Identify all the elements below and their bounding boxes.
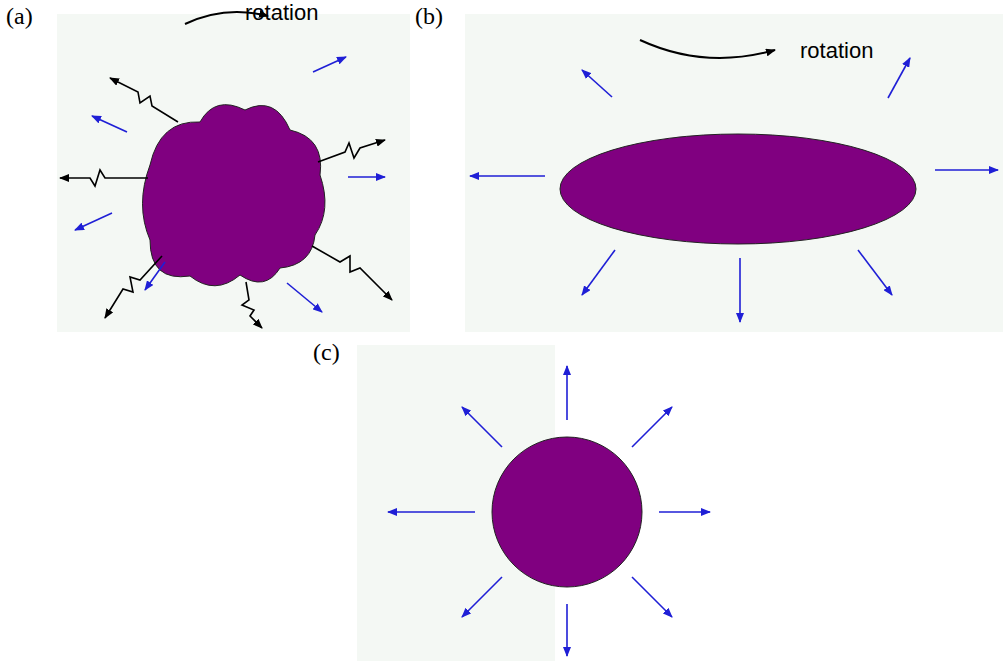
panel-label: (b) xyxy=(415,4,443,28)
panel-ground xyxy=(465,14,1003,332)
velocity-arrows xyxy=(388,366,710,656)
radiation-arrows xyxy=(60,78,392,328)
ellipsoidal-body xyxy=(560,134,916,244)
rotation-label: rotation xyxy=(245,2,318,24)
panel-label: (c) xyxy=(313,340,340,364)
velocity-arrows xyxy=(470,58,998,322)
panel-ground xyxy=(57,14,410,332)
rotation-arrow xyxy=(640,40,775,58)
velocity-arrows xyxy=(75,57,385,312)
irregular-body xyxy=(143,105,325,286)
rotation-label: rotation xyxy=(800,40,873,62)
spherical-body xyxy=(492,437,642,587)
panel-label: (a) xyxy=(6,4,33,28)
